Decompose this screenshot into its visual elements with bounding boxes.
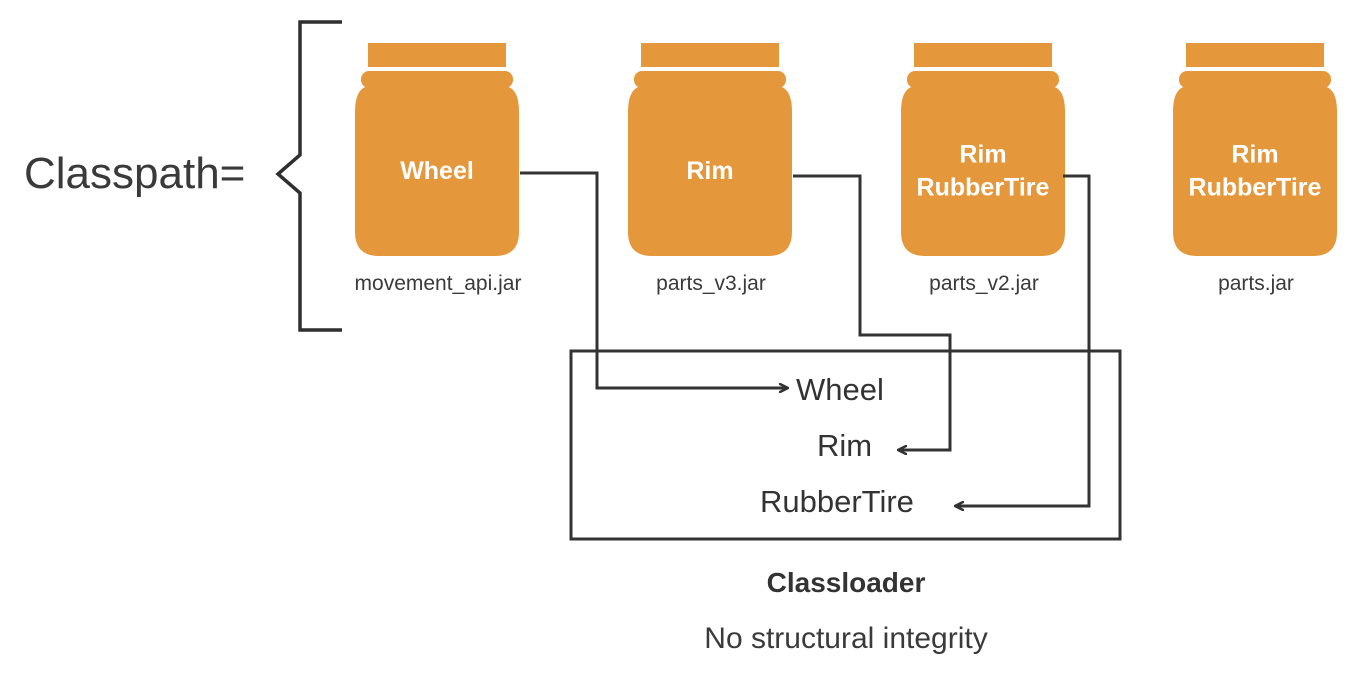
jar-class-label: RubberTire (917, 174, 1050, 202)
jar-class-label: Rim (959, 141, 1006, 169)
arrow-rim (793, 174, 952, 450)
jar-body (1173, 86, 1337, 256)
jar-neck (907, 71, 1059, 88)
jar-lid (914, 43, 1052, 67)
jar: Wheel movement_api.jar (355, 43, 522, 295)
jar-neck (634, 71, 786, 88)
loaded-class-rim: Rim (817, 428, 872, 463)
jar-body (355, 86, 519, 256)
classloader-subtitle: No structural integrity (704, 622, 987, 655)
jar-filename: parts_v3.jar (656, 272, 766, 295)
jar-lid (641, 43, 779, 67)
arrow-rubbertire (955, 174, 1091, 506)
jar-class-label: Rim (686, 157, 733, 185)
classloader-box (569, 349, 1122, 541)
classpath-brace (275, 20, 342, 332)
jar-class-label: Rim (1231, 141, 1278, 169)
jar-lid (368, 43, 506, 67)
loaded-class-wheel: Wheel (796, 372, 884, 407)
jar: Rim parts_v3.jar (628, 43, 792, 295)
jar-filename: parts.jar (1218, 272, 1294, 295)
jar-list: Wheelmovement_api.jarRimparts_v3.jarRimR… (355, 43, 1337, 295)
jar-lid (1186, 43, 1324, 67)
jar-class-label: RubberTire (1189, 174, 1322, 202)
classpath-label: Classpath= (24, 149, 245, 198)
jar-filename: parts_v2.jar (929, 272, 1039, 295)
jar-body (901, 86, 1065, 256)
jar-filename: movement_api.jar (355, 272, 522, 295)
jar-neck (1179, 71, 1331, 88)
classloader-title: Classloader (767, 567, 926, 598)
jar-class-label: Wheel (400, 157, 474, 185)
arrow-wheel (520, 171, 788, 388)
loaded-class-rubbertire: RubberTire (760, 484, 914, 519)
jar-neck (361, 71, 513, 88)
jar-body (628, 86, 792, 256)
